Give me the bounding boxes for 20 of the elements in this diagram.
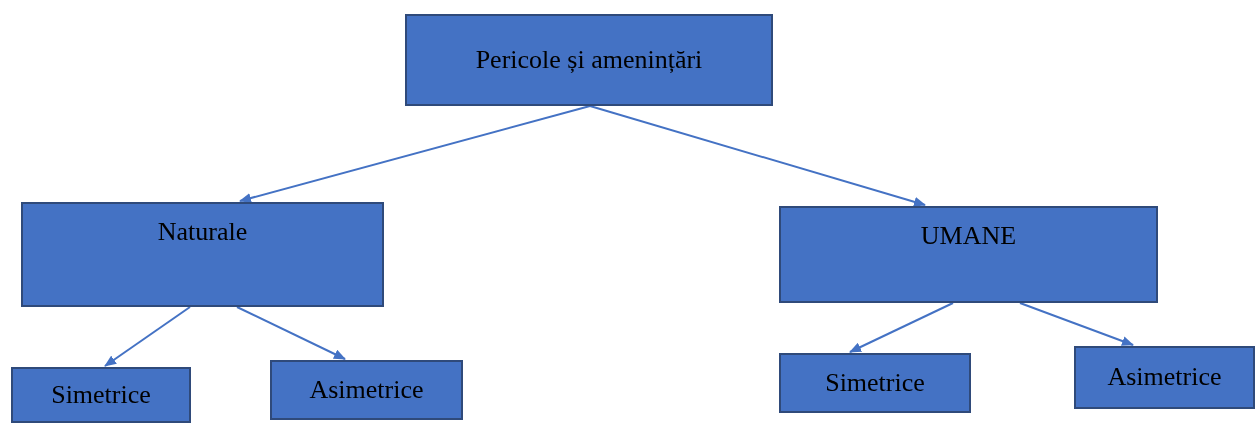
box-label: Pericole și amenințări <box>475 43 703 76</box>
arrow <box>236 306 346 360</box>
process-box <box>21 202 384 307</box>
arrow <box>589 105 926 207</box>
process-box <box>270 360 463 420</box>
box-label: Naturale <box>157 216 248 248</box>
process-box <box>1074 346 1255 409</box>
box-label: Simetrice <box>51 378 151 411</box>
box-label: UMANE <box>920 220 1017 252</box>
process-box <box>11 367 191 423</box>
arrow <box>1019 302 1134 346</box>
box-label: Simetrice <box>825 366 925 399</box>
arrow <box>849 302 954 353</box>
process-box <box>405 14 773 106</box>
arrow <box>104 306 191 367</box>
process-box <box>779 206 1158 303</box>
box-label: Asimetrice <box>309 373 424 406</box>
box-label: Asimetrice <box>1107 361 1222 394</box>
process-box <box>779 353 971 413</box>
arrow <box>239 105 591 203</box>
